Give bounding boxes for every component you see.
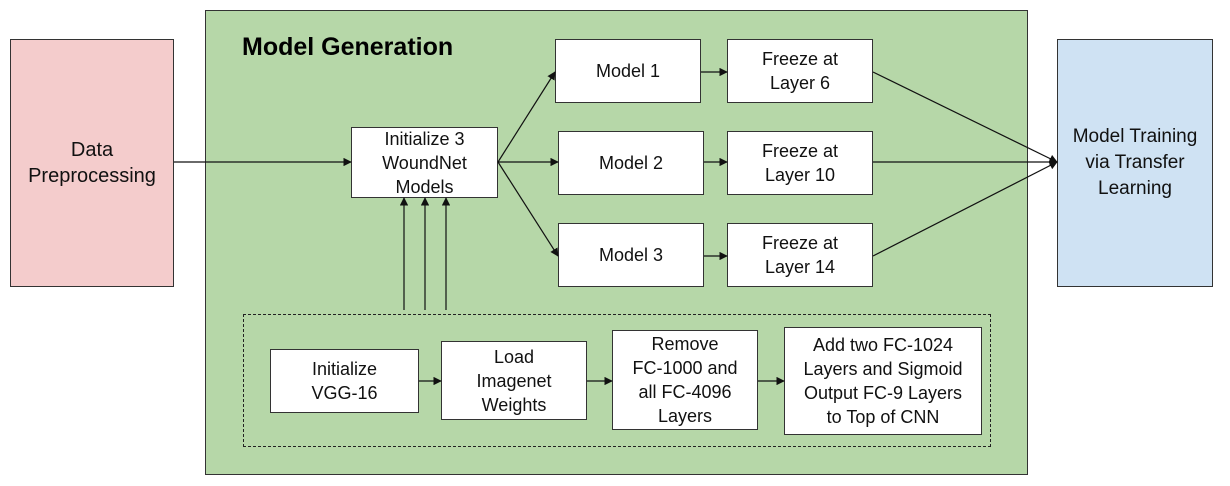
base-network-setup-group [243,314,991,447]
model-training-box: Model Training via Transfer Learning [1057,39,1213,287]
remove-fc-layers-box: Remove FC-1000 and all FC-4096 Layers [612,330,758,430]
model-1-box: Model 1 [555,39,701,103]
add-fc-layers-box: Add two FC-1024 Layers and Sigmoid Outpu… [784,327,982,435]
arrow-freeze-1-to-training [872,71,1058,163]
model-3-box: Model 3 [558,223,704,287]
freeze-layer-6-box: Freeze at Layer 6 [727,39,873,103]
initialize-woundnet-models-box: Initialize 3 WoundNet Models [351,127,498,198]
arrow-init-to-model-1 [497,71,556,163]
arrow-freeze-3-to-training [872,161,1058,257]
arrow-init-to-model-3 [497,161,559,257]
load-imagenet-weights-box: Load Imagenet Weights [441,341,587,420]
initialize-vgg16-box: Initialize VGG-16 [270,349,419,413]
freeze-layer-14-box: Freeze at Layer 14 [727,223,873,287]
freeze-layer-10-box: Freeze at Layer 10 [727,131,873,195]
data-preprocessing-box: Data Preprocessing [10,39,174,287]
model-2-box: Model 2 [558,131,704,195]
panel-title: Model Generation [242,33,454,61]
